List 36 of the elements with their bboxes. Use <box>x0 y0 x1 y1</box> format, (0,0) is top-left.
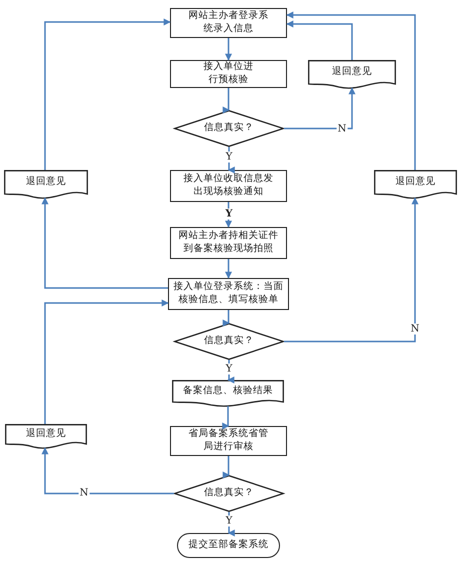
arrow <box>225 38 232 61</box>
document-shape: 退回意见 <box>5 424 87 450</box>
process-box: 省局备案系统省管局进行审核 <box>170 426 287 456</box>
terminal-box: 提交至部备案系统 <box>177 533 280 558</box>
document-shape: 退回意见 <box>4 170 88 200</box>
decision-diamond: 信息真实？ <box>174 110 284 147</box>
arrow <box>44 18 171 170</box>
process-box: 接入单位收取信息发出现场核验通知 <box>170 170 287 202</box>
arrow <box>222 456 230 478</box>
edge-label: Y <box>224 364 234 374</box>
document-shape: 退回意见 <box>308 60 396 90</box>
arrow <box>222 310 230 326</box>
arrow <box>225 259 232 279</box>
process-box: 接入单位登录系统：当面核验信息、填写核验单 <box>168 278 289 310</box>
edge-label: Y <box>224 152 234 162</box>
arrow <box>222 88 230 114</box>
process-box: 网站主办者持相关证件到备案核验现场拍照 <box>170 227 287 259</box>
edge-label: N <box>78 488 90 498</box>
arrow <box>286 20 353 60</box>
arrow <box>284 197 418 342</box>
arrow <box>284 87 356 130</box>
process-box: 接入单位进行预核验 <box>170 60 287 88</box>
decision-diamond: 信息真实？ <box>174 475 284 512</box>
edge-label: N <box>410 324 420 334</box>
edge-label: Y <box>224 516 234 526</box>
arrow <box>42 447 174 494</box>
edge-label: N <box>336 124 348 134</box>
arrow <box>286 12 416 170</box>
arrow <box>42 197 168 289</box>
document-shape: 退回意见 <box>374 170 457 200</box>
process-box: 网站主办者登录系统录入信息 <box>170 8 287 38</box>
arrow <box>222 406 230 430</box>
edge-label: Y <box>224 208 234 220</box>
decision-diamond: 信息真实？ <box>174 323 284 360</box>
arrow <box>44 300 169 424</box>
document-shape: 备案信息、核验结果 <box>172 380 284 408</box>
